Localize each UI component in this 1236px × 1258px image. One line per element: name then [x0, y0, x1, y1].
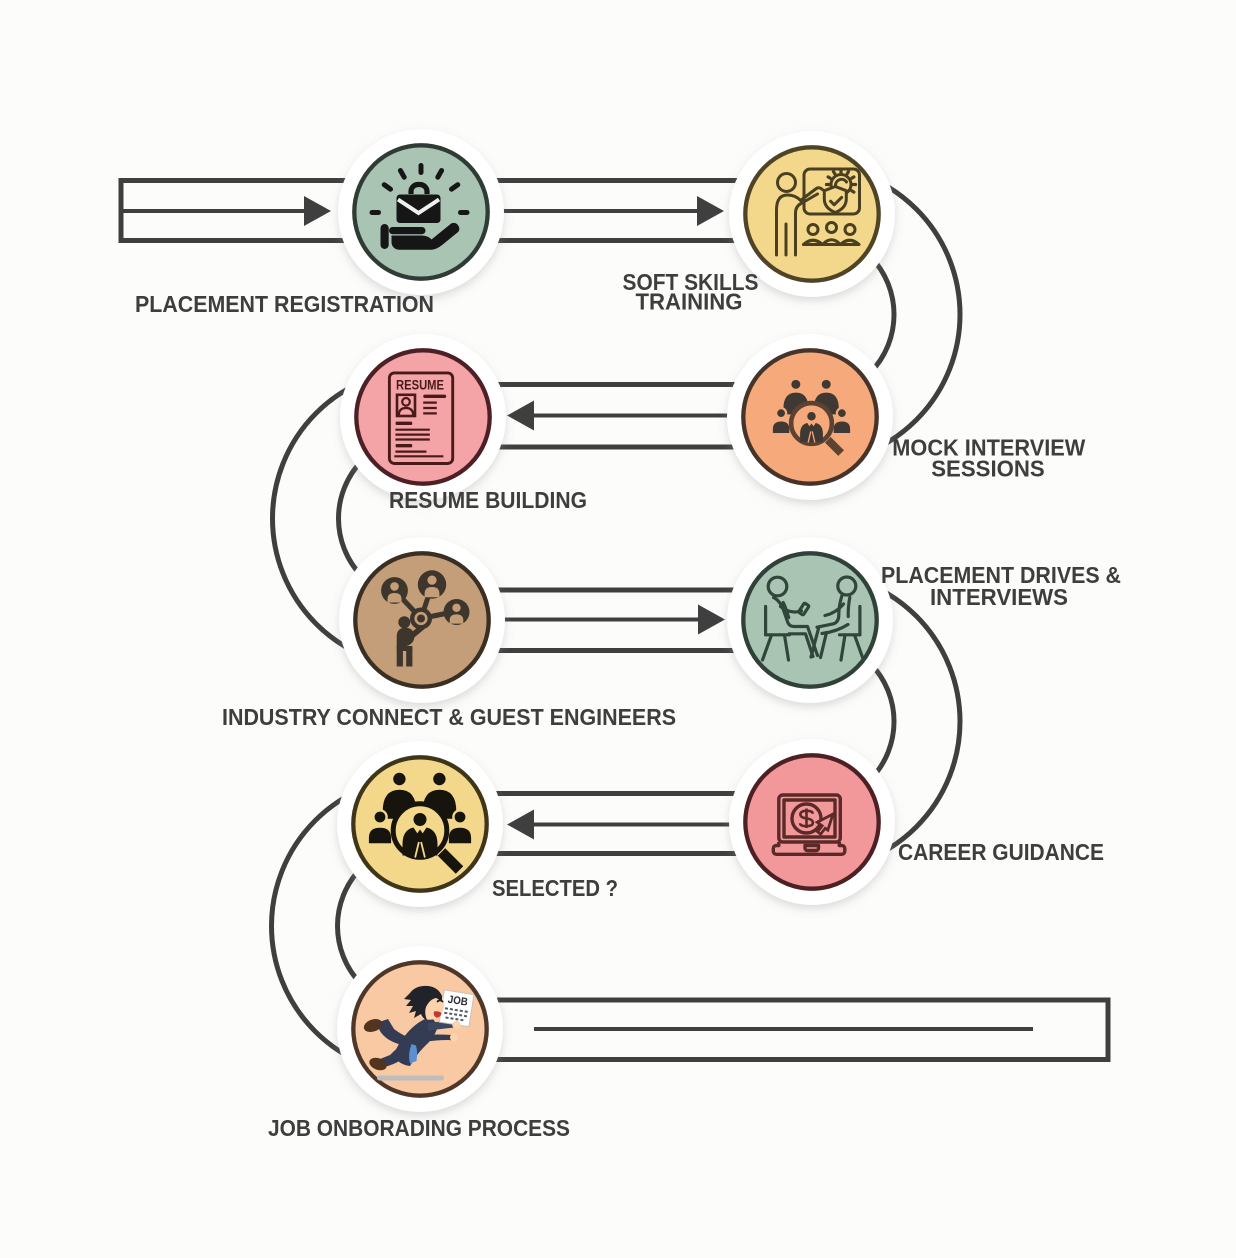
- svg-text:INDUSTRY CONNECT & GUEST ENGIN: INDUSTRY CONNECT & GUEST ENGINEERS: [222, 704, 676, 730]
- svg-text:JOB: JOB: [447, 994, 469, 1009]
- svg-text:RESUME: RESUME: [396, 378, 444, 393]
- svg-text:JOB ONBORADING PROCESS: JOB ONBORADING PROCESS: [268, 1115, 570, 1141]
- svg-text:CAREER GUIDANCE: CAREER GUIDANCE: [898, 839, 1104, 865]
- svg-text:TRAINING: TRAINING: [636, 289, 743, 315]
- svg-text:RESUME BUILDING: RESUME BUILDING: [389, 487, 587, 513]
- svg-text:PLACEMENT DRIVES &: PLACEMENT DRIVES &: [881, 562, 1121, 588]
- svg-text:INTERVIEWS: INTERVIEWS: [930, 584, 1068, 610]
- svg-text:SESSIONS: SESSIONS: [931, 456, 1045, 482]
- svg-text:PLACEMENT REGISTRATION: PLACEMENT REGISTRATION: [135, 291, 434, 317]
- svg-text:SELECTED ?: SELECTED ?: [492, 875, 618, 901]
- svg-text:SOFT SKILLS: SOFT SKILLS: [623, 269, 759, 295]
- svg-text:MOCK INTERVIEW: MOCK INTERVIEW: [892, 435, 1085, 461]
